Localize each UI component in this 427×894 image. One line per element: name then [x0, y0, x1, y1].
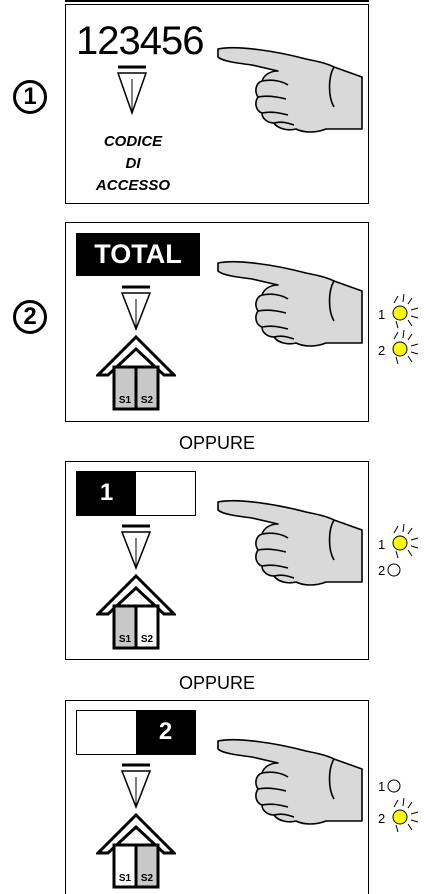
down-arrow-icon: [116, 285, 156, 335]
sector-1-panel: 1 S1 S2: [65, 461, 369, 660]
house-sectors-icon: S1 S2: [96, 574, 176, 650]
led-1-label: 1: [378, 779, 385, 794]
led-2-off-icon: 2: [376, 556, 422, 586]
led-2-on-icon: 2: [376, 796, 422, 836]
house-sectors-icon: S1 S2: [96, 813, 176, 889]
sector-2-panel: 2 S1 S2: [65, 700, 369, 894]
oppure-separator: OPPURE: [65, 673, 369, 694]
step-2-panel: TOTAL S1 S2: [65, 222, 369, 422]
sector-1-label: S1: [119, 634, 132, 645]
sector-1-label: S1: [119, 873, 132, 884]
pointing-hand-icon: [216, 729, 366, 829]
button-left-half: 1: [77, 472, 136, 515]
pointing-hand-icon: [216, 251, 366, 351]
button-left-half: [77, 711, 136, 754]
access-code-caption: CODICE DI ACCESSO: [88, 131, 178, 197]
button-right-half: 2: [136, 711, 195, 754]
led-2-label: 2: [378, 563, 385, 578]
access-code: 123456: [76, 19, 203, 64]
down-arrow-icon: [116, 763, 156, 813]
led-2-label: 2: [378, 811, 385, 826]
pointing-hand-icon: [216, 37, 366, 137]
down-arrow-icon: [112, 65, 152, 121]
led-2-on-icon: 2: [376, 328, 422, 368]
step-2-number: 2: [13, 300, 47, 334]
house-sectors-icon: S1 S2: [96, 335, 176, 411]
caption-line-1: CODICE: [88, 131, 178, 153]
sector-1-label: S1: [119, 395, 132, 406]
sector-2-label: S2: [141, 873, 154, 884]
sector-2-button[interactable]: 2: [76, 710, 196, 755]
caption-line-2: DI: [88, 153, 178, 175]
step-1-panel: 123456 CODICE DI ACCESSO: [65, 4, 369, 204]
led-1-label: 1: [378, 537, 385, 552]
sector-2-label: S2: [141, 395, 154, 406]
caption-line-3: ACCESSO: [88, 175, 178, 197]
sector-2-label: S2: [141, 634, 154, 645]
led-2-label: 2: [378, 343, 385, 358]
led-1-on-icon: 1: [376, 292, 422, 332]
pointing-hand-icon: [216, 490, 366, 590]
oppure-separator: OPPURE: [65, 433, 369, 454]
led-1-label: 1: [378, 307, 385, 322]
down-arrow-icon: [116, 524, 156, 574]
total-button[interactable]: TOTAL: [76, 233, 200, 276]
sector-1-button[interactable]: 1: [76, 471, 196, 516]
step-1-number: 1: [13, 80, 47, 114]
button-right-half: [136, 472, 195, 515]
